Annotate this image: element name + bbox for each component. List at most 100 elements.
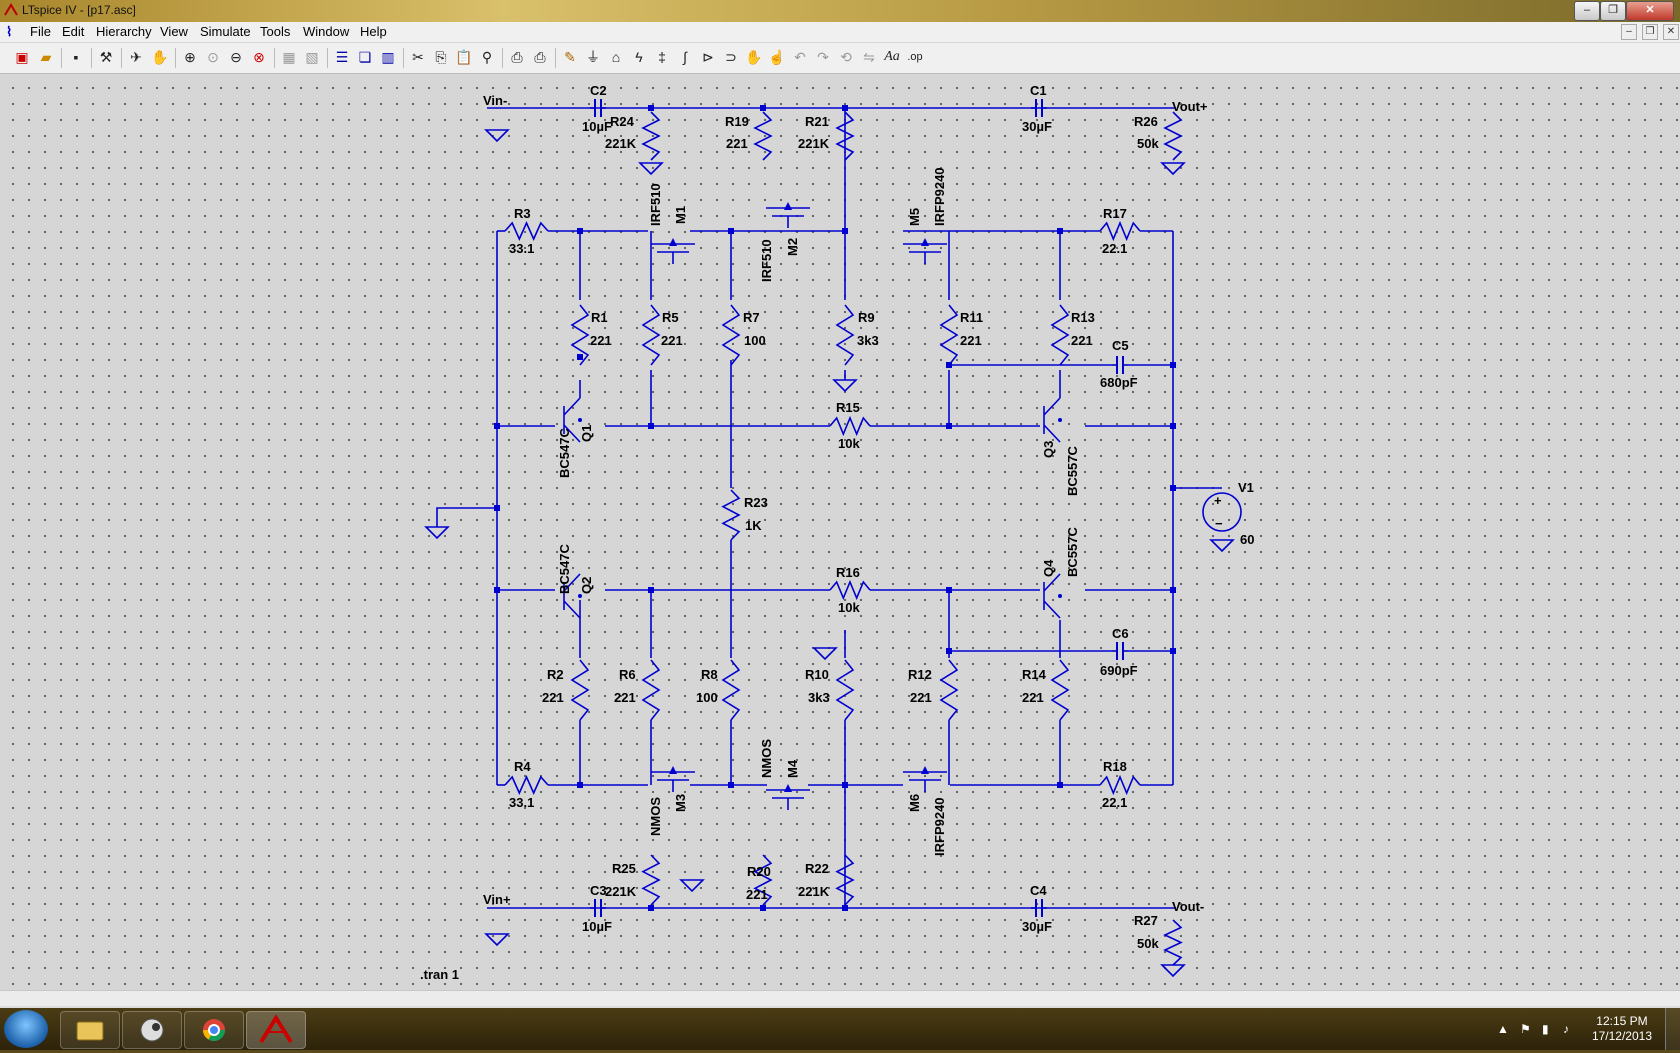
menu-help[interactable]: Help — [360, 24, 387, 39]
component-label: M2 — [785, 238, 800, 256]
close-button[interactable]: ✕ — [1626, 1, 1674, 21]
tile-icon[interactable]: ▧ — [305, 49, 319, 65]
mirror-icon[interactable]: ⇋ — [863, 49, 875, 65]
component-label: R21 — [805, 114, 829, 129]
drag-icon[interactable]: ☝ — [768, 49, 786, 65]
component-value: NMOS — [648, 797, 663, 836]
chrome-taskbar-icon[interactable] — [184, 1011, 244, 1049]
clock[interactable]: 12:15 PM 17/12/2013 — [1592, 1014, 1652, 1044]
zoom-in-icon[interactable]: ⊕ — [184, 49, 196, 65]
clock-time: 12:15 PM — [1596, 1014, 1648, 1028]
new-schematic-icon[interactable]: ▣ — [15, 49, 29, 65]
cascade-icon[interactable]: ❏ — [358, 49, 372, 65]
document-icon[interactable]: ⌇ — [6, 24, 13, 39]
component-label: R22 — [805, 861, 829, 876]
wire — [641, 111, 661, 161]
redo-icon[interactable]: ↷ — [817, 49, 829, 65]
mdi-restore-button[interactable]: ❐ — [1642, 24, 1658, 40]
copy-icon[interactable]: ⎘ — [435, 49, 447, 65]
zoom-pan-icon[interactable]: ⊙ — [207, 49, 219, 65]
menu-simulate[interactable]: Simulate — [200, 24, 251, 39]
component-label: M6 — [907, 794, 922, 812]
tray-expand-icon[interactable]: ▲ — [1497, 1022, 1509, 1036]
ltspice-taskbar-icon[interactable] — [246, 1011, 306, 1049]
wire — [1050, 304, 1070, 366]
wire — [835, 304, 855, 366]
component-value: 221 — [910, 690, 932, 705]
open-icon[interactable]: ▰ — [40, 49, 52, 65]
text-icon[interactable]: Aa — [884, 49, 900, 64]
mdi-close-button[interactable]: ✕ — [1663, 24, 1679, 40]
voltage-source — [1202, 492, 1242, 532]
explorer-taskbar-icon[interactable] — [60, 1011, 120, 1049]
zoom-cancel-icon[interactable]: ⊗ — [253, 49, 265, 65]
print-setup-icon[interactable]: ⎙ — [511, 49, 523, 65]
tile-horizontal-icon[interactable]: ☰ — [335, 49, 349, 65]
maximize-button[interactable]: ❐ — [1600, 1, 1626, 21]
menu-file[interactable]: File — [30, 24, 51, 39]
steam-taskbar-icon[interactable] — [122, 1011, 182, 1049]
ground-icon[interactable]: ⏚ — [586, 49, 600, 65]
junction-dot — [760, 105, 766, 111]
capacitor-icon[interactable]: ‡ — [658, 49, 666, 65]
junction-dot — [1170, 648, 1176, 654]
menu-view[interactable]: View — [160, 24, 188, 39]
component-value: 60 — [1240, 532, 1254, 547]
junction-dot — [494, 505, 500, 511]
undo-icon[interactable]: ↶ — [794, 49, 806, 65]
wire — [753, 111, 773, 161]
network-icon[interactable]: ▮ — [1542, 1022, 1549, 1036]
wire-icon[interactable]: ✎ — [564, 49, 576, 65]
control-panel-icon[interactable]: ⚒ — [99, 49, 113, 65]
component-value: BC557C — [1065, 527, 1080, 577]
print-icon[interactable]: ⎙ — [534, 49, 546, 65]
component-value: 3k3 — [857, 333, 879, 348]
rotate-icon[interactable]: ⟲ — [840, 49, 852, 65]
schematic-drawing[interactable]: +−Vin-Vout+Vin+Vout-C210µFR24221KR19221R… — [0, 74, 1680, 990]
diode-icon[interactable]: ⊳ — [702, 49, 714, 65]
component-label: M4 — [785, 759, 800, 778]
wire — [753, 854, 773, 906]
component-icon[interactable]: ⊃ — [725, 49, 737, 65]
cut-icon[interactable]: ✂ — [412, 49, 424, 65]
show-desktop-button[interactable] — [1665, 1008, 1680, 1050]
menu-window[interactable]: Window — [303, 24, 350, 39]
component-label: R3 — [514, 206, 531, 221]
zoom-out-icon[interactable]: ⊖ — [230, 49, 242, 65]
run-icon[interactable]: ✈ — [130, 49, 142, 65]
wire — [835, 659, 855, 721]
mdi-minimize-button[interactable]: ‒ — [1621, 24, 1637, 40]
transistor-node — [1058, 594, 1062, 598]
component-value: BC557C — [1065, 446, 1080, 496]
menu-edit[interactable]: Edit — [62, 24, 85, 39]
halt-icon[interactable]: ✋ — [151, 49, 169, 65]
menu-hierarchy[interactable]: Hierarchy — [96, 24, 152, 39]
start-orb-icon[interactable] — [4, 1010, 48, 1048]
component-label: R8 — [701, 667, 718, 682]
component-label: R19 — [725, 114, 749, 129]
horizontal-scrollbar[interactable] — [0, 990, 1680, 1007]
move-icon[interactable]: ✋ — [745, 49, 763, 65]
title-bar: LTspice IV - [p17.asc] ‒ ❐ ✕ — [0, 0, 1680, 22]
find-icon[interactable]: ⚲ — [481, 49, 493, 65]
paste-icon[interactable]: 📋 — [455, 49, 473, 65]
mosfet-arrow — [669, 238, 677, 246]
volume-icon[interactable]: ♪ — [1563, 1022, 1569, 1036]
tile-vertical-icon[interactable]: ▥ — [381, 49, 395, 65]
save-icon[interactable]: ▪ — [73, 49, 79, 65]
transistor-node — [578, 418, 582, 422]
wire — [563, 424, 581, 443]
voltage-source-plus: + — [1214, 493, 1222, 508]
inductor-icon[interactable]: ∫ — [683, 49, 687, 65]
wire — [835, 854, 855, 906]
action-center-icon[interactable]: ⚑ — [1520, 1022, 1531, 1036]
component-value: 10k — [838, 600, 860, 615]
minimize-button[interactable]: ‒ — [1574, 1, 1600, 21]
label-net-icon[interactable]: ⌂ — [611, 49, 621, 65]
menu-tools[interactable]: Tools — [260, 24, 291, 39]
spice-directive-icon[interactable]: .op — [907, 51, 923, 63]
resistor-icon[interactable]: ϟ — [635, 49, 643, 65]
component-value: 33.1 — [509, 795, 534, 810]
autoscale-icon[interactable]: ▦ — [282, 49, 296, 65]
